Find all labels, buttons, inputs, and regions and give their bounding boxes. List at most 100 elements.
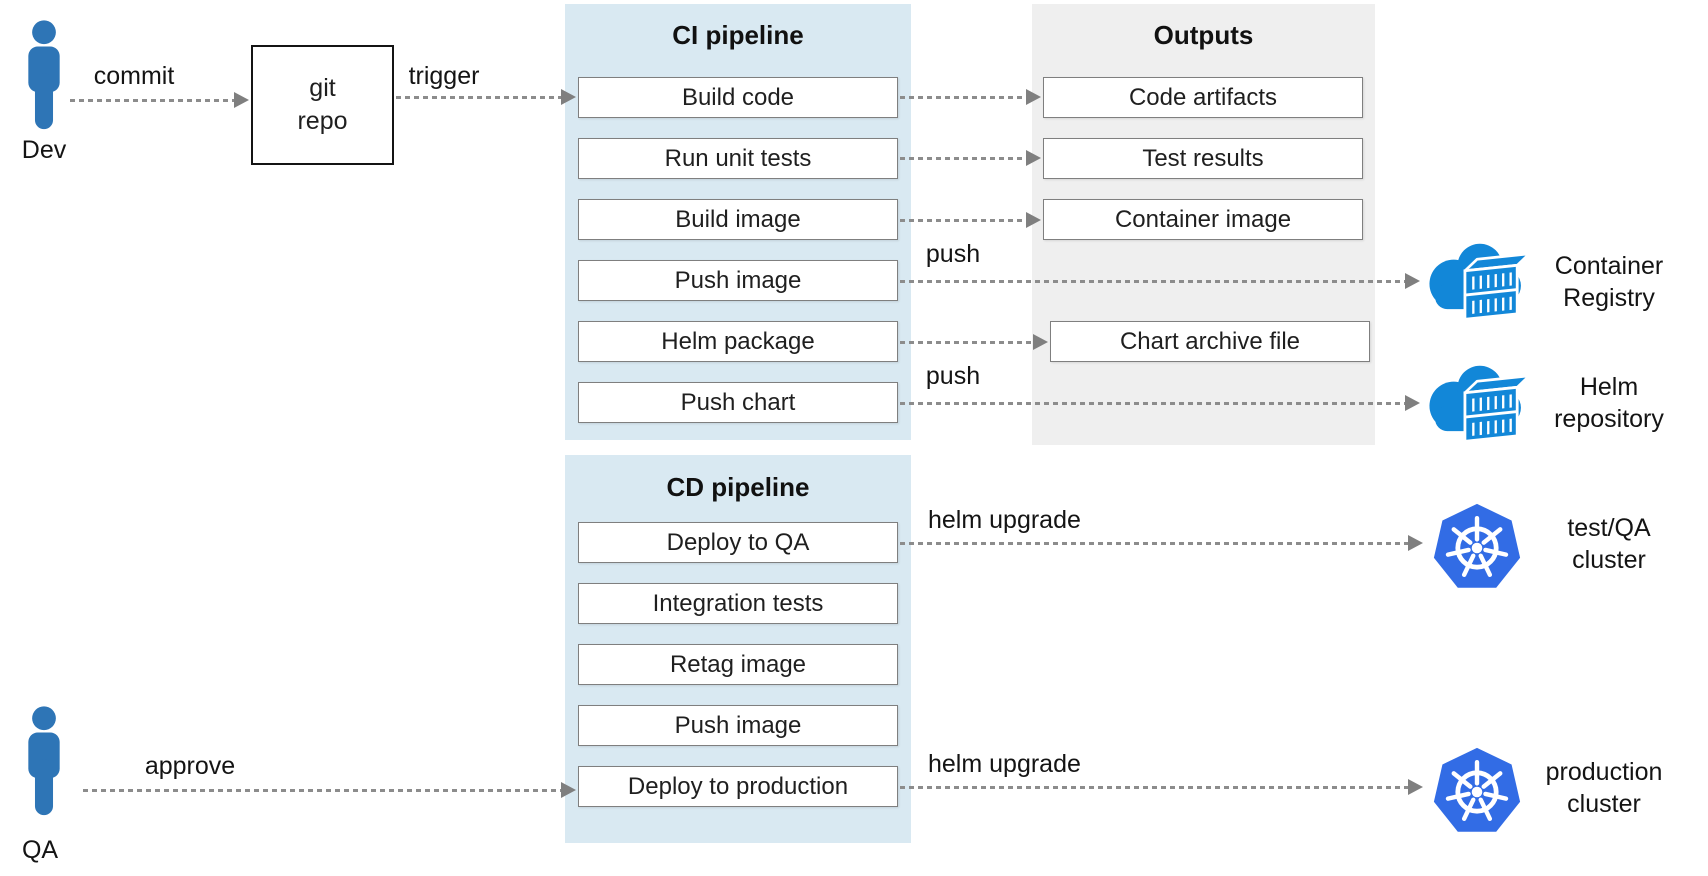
azure-cloud-registry-icon [1429, 365, 1531, 443]
ci-step-label: Build code [681, 83, 795, 111]
dashed-line [900, 156, 1028, 160]
build-image-to-container-image-arrow [900, 212, 1041, 228]
helm-package-to-chart-archive-arrow [900, 334, 1048, 350]
output-chart-archive-file: Chart archive file [1050, 321, 1370, 362]
helm-repository-label: Helm repository [1521, 371, 1697, 435]
build-code-to-code-artifacts-arrow [900, 89, 1041, 105]
ci-step-helm-package: Helm package [578, 321, 898, 362]
ci-step-push-image: Push image [578, 260, 898, 301]
push-chart-to-helm-repo-arrow [900, 395, 1420, 411]
cd-step-label: Push image [674, 711, 802, 739]
cd-step-label: Deploy to production [627, 772, 849, 800]
outputs-title: Outputs [1153, 20, 1254, 50]
test-qa-cluster-label: test/QA cluster [1521, 512, 1697, 576]
production-cluster-node [1427, 744, 1527, 845]
output-label: Container image [1114, 205, 1292, 233]
trigger-arrow [396, 89, 576, 105]
dashed-line [396, 95, 563, 99]
dashed-line [900, 95, 1028, 99]
dashed-line [83, 788, 563, 792]
push-image-label: push [925, 240, 981, 268]
helm-upgrade-prod-label: helm upgrade [928, 750, 1081, 778]
ci-pipeline-title: CI pipeline [672, 20, 804, 50]
dashed-line [900, 218, 1028, 222]
dev-label: Dev [21, 136, 67, 164]
approve-label: approve [144, 752, 236, 780]
dashed-line [70, 98, 236, 102]
approve-arrow [83, 782, 576, 798]
person-icon [28, 706, 60, 816]
cd-step-label: Integration tests [652, 589, 824, 617]
label-line: Container [1554, 252, 1664, 280]
ci-step-label: Push image [674, 266, 802, 294]
output-test-results: Test results [1043, 138, 1363, 179]
kubernetes-icon [1433, 503, 1521, 588]
trigger-label: trigger [408, 62, 480, 90]
arrowhead-icon [1026, 212, 1041, 228]
arrowhead-icon [1405, 395, 1420, 411]
arrowhead-icon [1408, 779, 1423, 795]
ci-step-build-code: Build code [578, 77, 898, 118]
container-registry-node [1422, 234, 1534, 335]
dev-actor [25, 18, 63, 132]
azure-cloud-registry-icon [1429, 243, 1531, 321]
arrowhead-icon [561, 89, 576, 105]
arrowhead-icon [1026, 89, 1041, 105]
test-qa-cluster-node [1427, 500, 1527, 601]
production-cluster-label: production cluster [1516, 756, 1692, 820]
output-container-image: Container image [1043, 199, 1363, 240]
arrowhead-icon [1408, 535, 1423, 551]
cd-step-deploy-to-qa: Deploy to QA [578, 522, 898, 563]
cd-step-label: Retag image [669, 650, 807, 678]
helm-upgrade-qa-label: helm upgrade [928, 506, 1081, 534]
outputs-panel: Outputs Code artifacts Test results Cont… [1032, 4, 1375, 445]
dashed-line [900, 279, 1407, 283]
container-registry-label: Container Registry [1521, 250, 1697, 314]
ci-step-label: Run unit tests [664, 144, 812, 172]
dashed-line [900, 340, 1035, 344]
qa-label: QA [21, 836, 59, 864]
label-line: cluster [1567, 790, 1641, 818]
deploy-prod-to-prod-cluster-arrow [900, 779, 1423, 795]
person-icon [28, 20, 60, 130]
dashed-line [900, 785, 1410, 789]
arrowhead-icon [234, 92, 249, 108]
label-line: repository [1554, 405, 1664, 433]
cd-step-deploy-to-production: Deploy to production [578, 766, 898, 807]
cd-step-integration-tests: Integration tests [578, 583, 898, 624]
label-line: cluster [1572, 546, 1646, 574]
deploy-qa-to-test-cluster-arrow [900, 535, 1423, 551]
ci-step-build-image: Build image [578, 199, 898, 240]
push-chart-label: push [925, 362, 981, 390]
push-image-to-registry-arrow [900, 273, 1420, 289]
ci-step-push-chart: Push chart [578, 382, 898, 423]
output-label: Test results [1142, 144, 1264, 172]
cd-step-push-image: Push image [578, 705, 898, 746]
commit-label: commit [93, 62, 175, 90]
kubernetes-icon [1433, 747, 1521, 832]
label-line: production [1545, 758, 1663, 786]
ci-step-label: Build image [675, 205, 801, 233]
output-code-artifacts: Code artifacts [1043, 77, 1363, 118]
dashed-line [900, 401, 1407, 405]
git-repo-label-line1: git [309, 74, 336, 102]
output-label: Code artifacts [1128, 83, 1278, 111]
ci-step-run-unit-tests: Run unit tests [578, 138, 898, 179]
cd-pipeline-panel: CD pipeline Deploy to QA Integration tes… [565, 455, 911, 843]
arrowhead-icon [561, 782, 576, 798]
arrowhead-icon [1026, 150, 1041, 166]
ci-step-label: Helm package [661, 327, 815, 355]
helm-repository-node [1422, 356, 1534, 457]
cd-pipeline-title: CD pipeline [666, 472, 810, 502]
label-line: Helm [1579, 373, 1639, 401]
git-repo-node: git repo [251, 45, 394, 165]
ci-step-label: Push chart [680, 388, 796, 416]
qa-actor [25, 704, 63, 818]
cd-step-retag-image: Retag image [578, 644, 898, 685]
dashed-line [900, 541, 1410, 545]
label-line: Registry [1563, 284, 1655, 312]
commit-arrow [70, 92, 249, 108]
arrowhead-icon [1033, 334, 1048, 350]
cd-step-label: Deploy to QA [666, 528, 810, 556]
